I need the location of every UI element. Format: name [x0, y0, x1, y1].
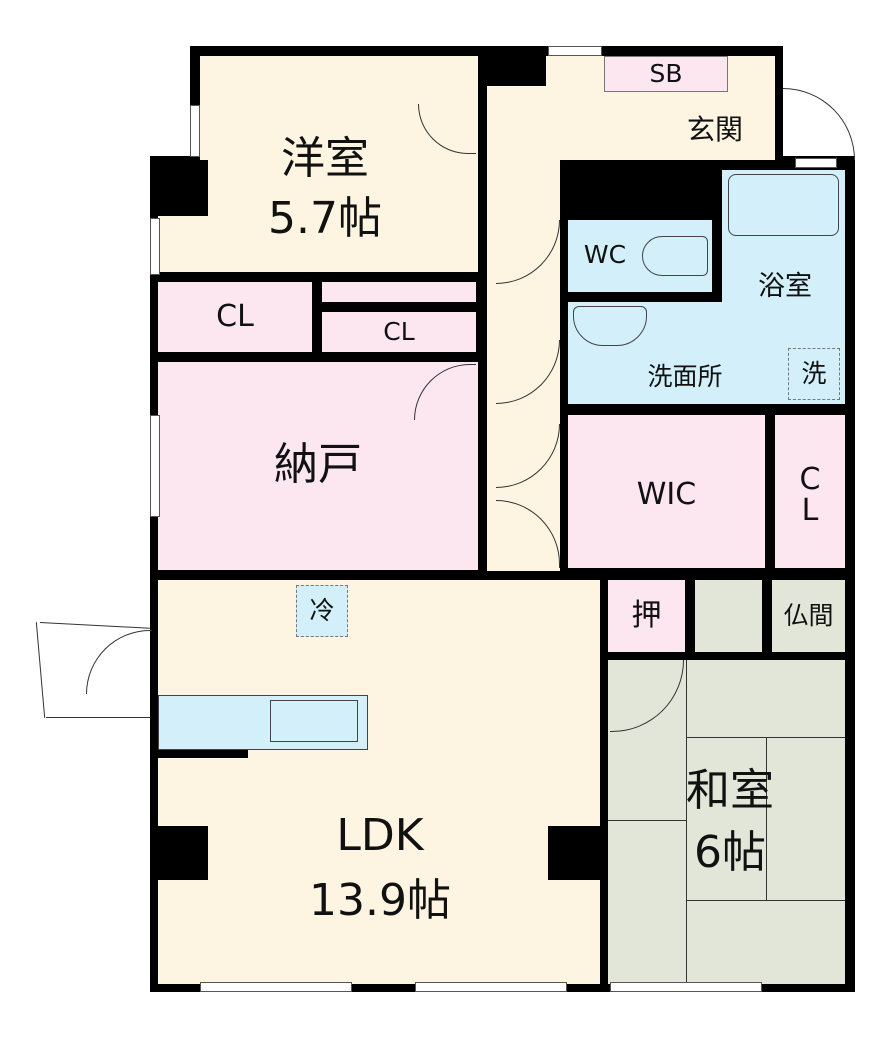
japanese-size: 6帖: [694, 826, 766, 878]
balcony-outline: [35, 622, 46, 718]
bathtub-icon: [728, 174, 839, 236]
window: [200, 982, 352, 992]
washer-space: [788, 348, 840, 400]
room-closet-1: [158, 282, 312, 352]
shoe-box-label: SB: [649, 58, 683, 88]
kitchen-sink: [270, 700, 358, 742]
closet-2-label: CL: [383, 316, 415, 346]
pillar: [150, 826, 208, 880]
tatami-line: [766, 737, 767, 900]
window: [150, 415, 160, 517]
room-butsuma: [772, 580, 845, 652]
kitchen-counter: [158, 695, 368, 750]
window: [415, 982, 567, 992]
closet-3-label: C L: [799, 461, 821, 528]
closet-strip: [322, 282, 476, 302]
room-size: 5.7帖: [268, 192, 382, 244]
oshiire-label: 押: [631, 598, 662, 634]
room-bath: [722, 170, 845, 323]
wic-label: WIC: [636, 477, 697, 513]
balcony-outline: [39, 622, 150, 629]
tatami-line: [686, 660, 687, 984]
japanese-label: 和室: [686, 764, 774, 816]
pillar: [548, 826, 606, 880]
tatami-line: [686, 900, 845, 901]
room-closet-2: [322, 312, 476, 352]
window: [610, 982, 762, 992]
entrance-label: 玄関: [686, 113, 743, 147]
storage-label: 納戸: [274, 438, 362, 490]
ldk-size: 13.9帖: [309, 874, 451, 926]
pillar: [484, 46, 546, 86]
washroom-label: 洗面所: [647, 362, 723, 392]
room-western-lower: [158, 215, 478, 272]
tokonoma: [695, 580, 762, 652]
toilet-icon: [642, 236, 708, 276]
ldk-label: LDK: [336, 809, 424, 861]
washer-label: 洗: [801, 358, 827, 388]
balcony-door[interactable]: [86, 630, 152, 694]
room-oshiire: [608, 580, 685, 652]
entrance-door[interactable]: [783, 88, 855, 160]
room-western-size: 5.7帖: [200, 192, 450, 246]
bath-label: 浴室: [758, 270, 812, 302]
window: [190, 105, 200, 157]
toilet-label: WC: [583, 239, 627, 269]
room-closet-3: [775, 415, 845, 568]
room-ldk: [158, 580, 600, 984]
room-western-label: 洋室: [200, 132, 450, 186]
window: [150, 218, 160, 275]
butsuma-label: 仏間: [783, 600, 834, 630]
room-wic: [568, 415, 765, 568]
kitchen-wall: [158, 750, 248, 758]
fridge-space: [296, 585, 348, 637]
hall: [487, 56, 560, 571]
tatami-line: [608, 820, 686, 821]
pillar: [150, 160, 208, 216]
shoe-box: [604, 56, 728, 92]
tatami-line: [686, 737, 845, 738]
window: [548, 46, 602, 56]
closet-1-label: CL: [216, 299, 254, 335]
balcony-outline: [46, 717, 150, 718]
fridge-label: 冷: [309, 595, 335, 625]
room-name: 洋室: [281, 132, 369, 184]
